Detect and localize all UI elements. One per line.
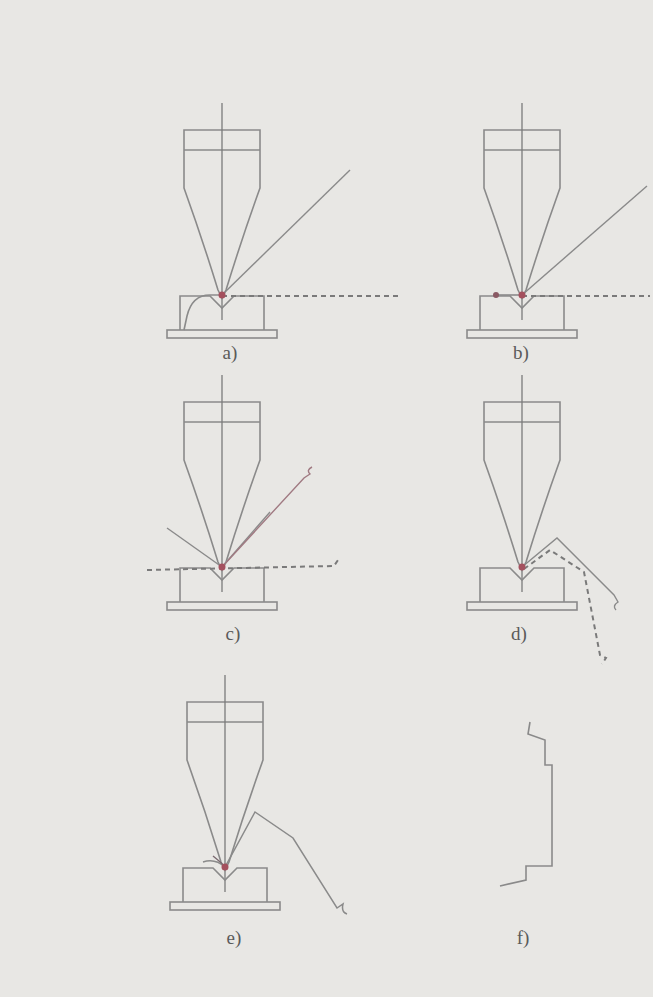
- bend-step-c: [147, 375, 338, 610]
- bend-step-b: [467, 103, 650, 338]
- figure-label: a): [223, 343, 238, 362]
- bend-step-e: [170, 675, 347, 914]
- figure-label: e): [227, 928, 242, 947]
- figure-label: b): [513, 343, 529, 362]
- finished-profile: [500, 722, 552, 886]
- figure-label: c): [226, 624, 241, 643]
- figure-label: f): [517, 928, 530, 947]
- bend-step-a: [167, 103, 400, 338]
- figure-label: d): [511, 624, 527, 643]
- bend-step-d: [467, 375, 618, 664]
